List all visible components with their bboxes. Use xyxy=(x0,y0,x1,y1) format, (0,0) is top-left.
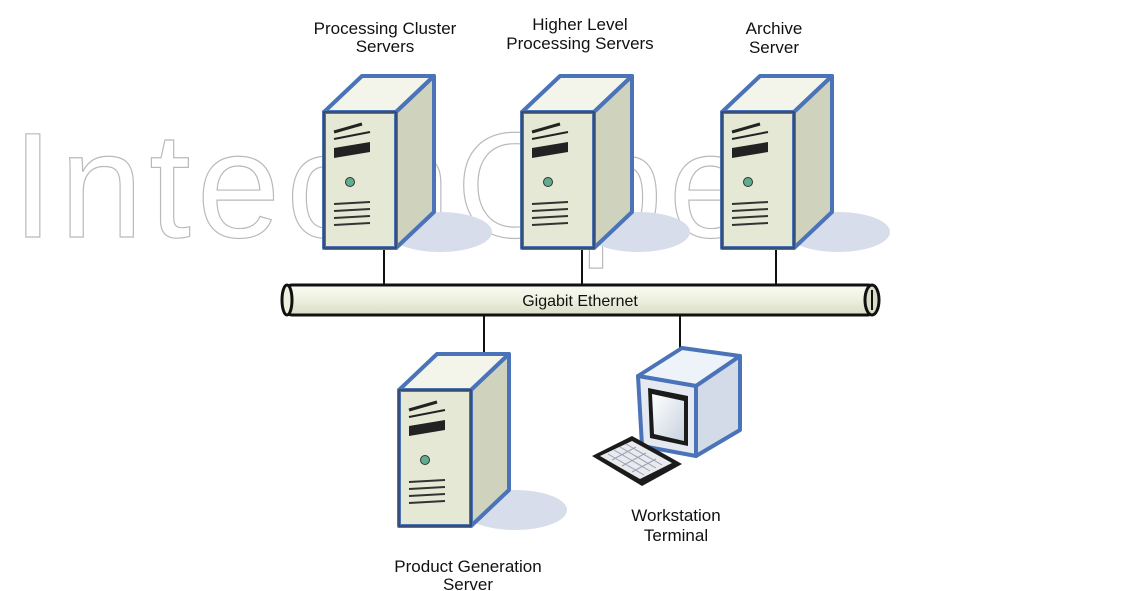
label-processing-cluster: Processing Cluster Servers xyxy=(314,19,457,56)
keyboard-icon xyxy=(592,436,682,486)
gigabit-ethernet-bus: Gigabit Ethernet xyxy=(280,283,881,317)
label-line: Server xyxy=(749,38,799,57)
label-line: Processing Cluster xyxy=(314,19,457,38)
label-line: Higher Level xyxy=(532,15,627,34)
server-tower-icon xyxy=(720,74,892,254)
bus-label: Gigabit Ethernet xyxy=(522,293,638,310)
label-higher-level: Higher Level Processing Servers xyxy=(506,15,653,53)
crt-monitor-icon xyxy=(636,346,742,458)
label-line: Processing Servers xyxy=(506,34,653,53)
label-line: Server xyxy=(443,575,493,591)
server-tower-icon xyxy=(397,352,569,532)
label-archive: Archive Server xyxy=(746,19,803,57)
label-line: Servers xyxy=(356,37,415,56)
connection-lines xyxy=(383,250,777,352)
label-line: Product Generation xyxy=(394,557,541,576)
product-generation-server xyxy=(397,352,569,532)
label-product-generation: Product Generation Server xyxy=(394,557,541,591)
label-workstation: Workstation Terminal xyxy=(631,506,720,545)
label-line: Archive xyxy=(746,19,803,38)
label-line: Terminal xyxy=(644,526,708,545)
label-line: Workstation xyxy=(631,506,720,525)
archive-server xyxy=(720,74,892,254)
workstation-terminal xyxy=(592,346,742,486)
